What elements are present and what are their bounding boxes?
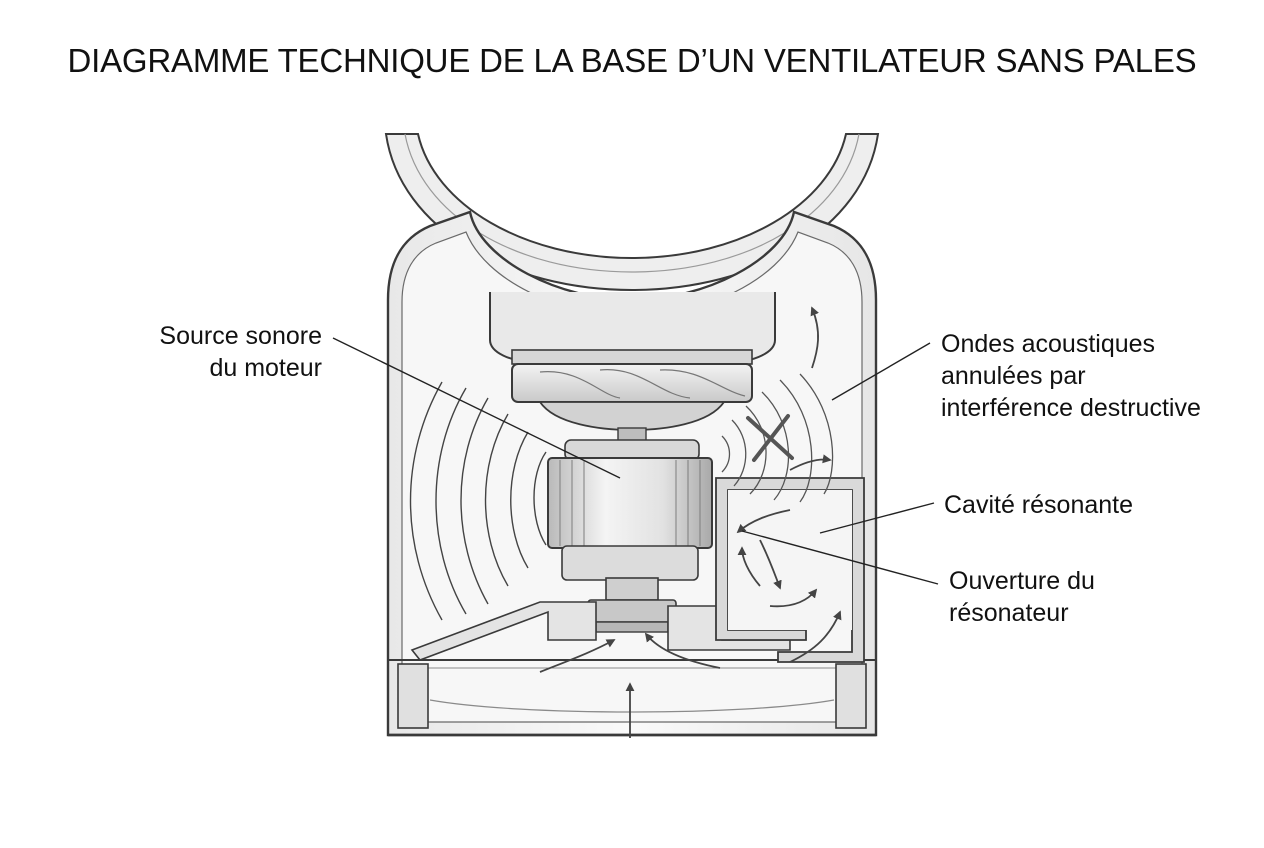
airflow-arrows [539,306,842,738]
label-resonant-cavity: Cavité résonante [944,491,1134,519]
curved-arrow-icon [539,639,616,673]
leader-ondes [831,342,931,401]
sound-waves-right [721,373,834,503]
curved-arrow-icon [759,539,782,590]
curved-arrow-icon [769,588,818,608]
leader-ouverture [741,530,939,585]
leader-cavite [819,502,935,534]
label-cancelled-waves: Ondes acoustiques annulées par interfére… [941,330,1201,422]
leader-source [332,337,621,479]
label-motor-sound-source: Source sonore du moteur [159,322,322,382]
diagram-title: DIAGRAMME TECHNIQUE DE LA BASE D’UN VENT… [67,42,1197,79]
ring-neck [489,292,776,365]
curved-arrow-icon [737,546,761,587]
sound-waves-left [409,381,547,621]
leader-lines [332,337,939,585]
curved-arrow-icon [789,610,842,663]
label-resonator-opening: Ouverture du résonateur [949,567,1095,627]
curved-arrow-icon [644,632,721,669]
impeller [511,363,753,443]
curved-arrow-icon [789,454,832,471]
resonant-cavity [715,477,865,663]
curved-arrow-icon [810,306,819,369]
motor [547,439,713,633]
x-mark-icon [746,414,794,462]
curved-arrow-icon [736,509,791,534]
